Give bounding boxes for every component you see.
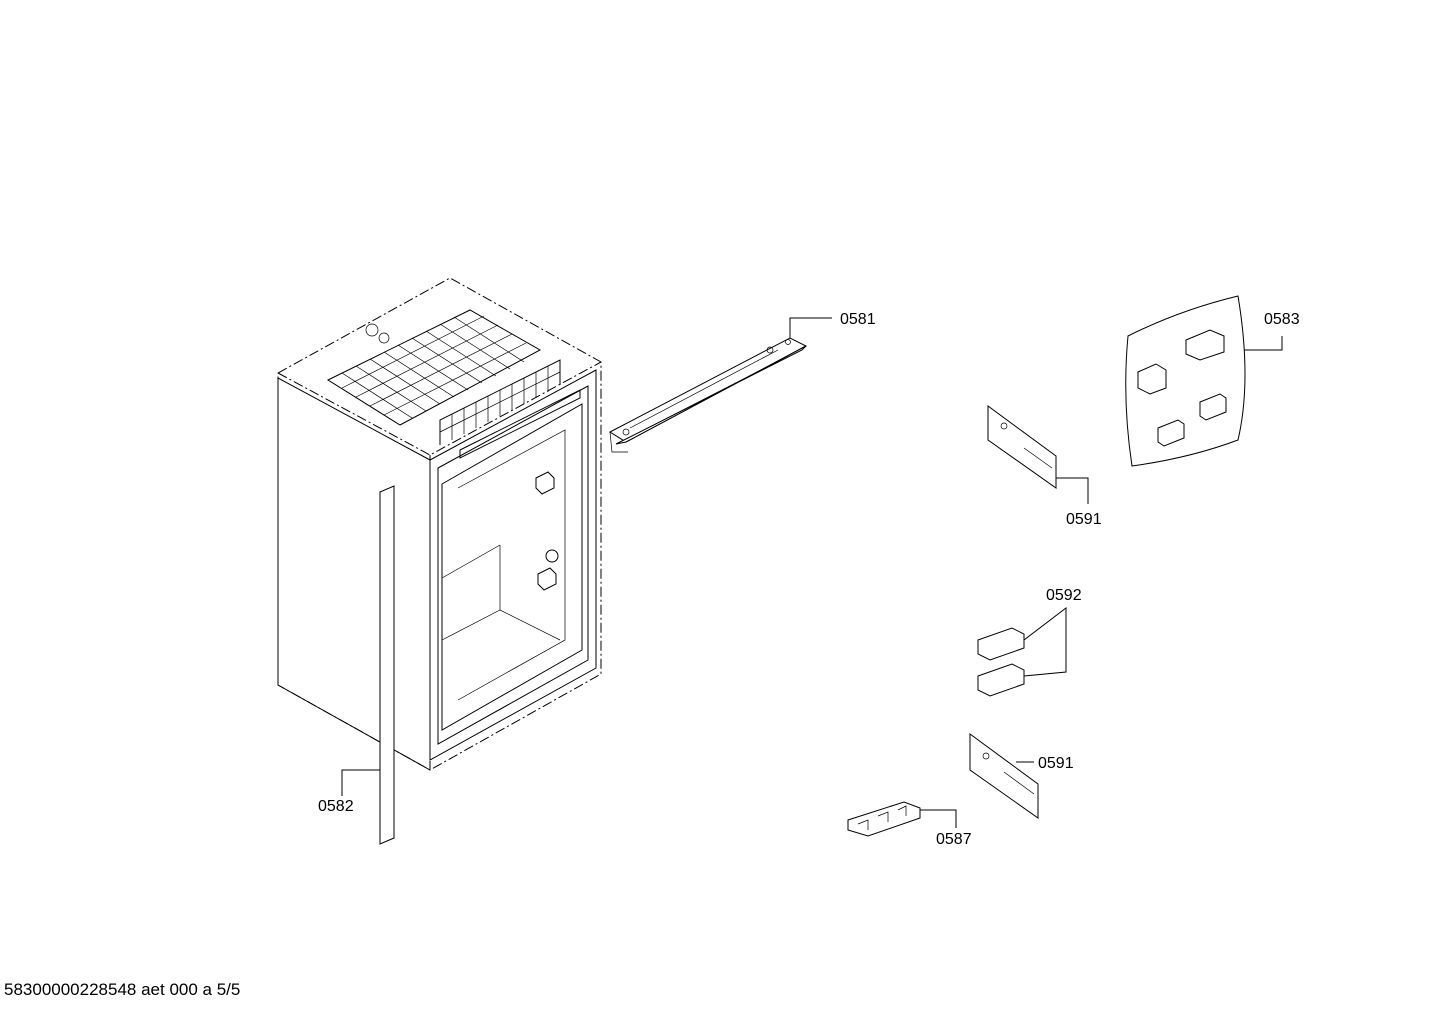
part-0591-bracket-bottom — [969, 733, 1039, 819]
part-0591-bracket-top — [987, 405, 1089, 504]
label-0582: 0582 — [318, 798, 354, 815]
document-reference-footer: 58300000228548 aet 000 a 5/5 — [4, 980, 241, 999]
part-0592-clips — [977, 606, 1067, 697]
part-0581-rail — [608, 317, 832, 453]
part-0583-pad-set — [1125, 295, 1283, 467]
label-0581: 0581 — [840, 311, 876, 328]
label-0591-bottom: 0591 — [1038, 755, 1074, 772]
label-0591-top: 0591 — [1066, 511, 1102, 528]
part-0587-latch — [847, 801, 957, 837]
label-0583: 0583 — [1264, 311, 1300, 328]
part-0582-seal-strip — [341, 485, 395, 845]
cabinet-housing — [277, 277, 602, 771]
label-0587: 0587 — [936, 831, 972, 848]
label-0592: 0592 — [1046, 587, 1082, 604]
